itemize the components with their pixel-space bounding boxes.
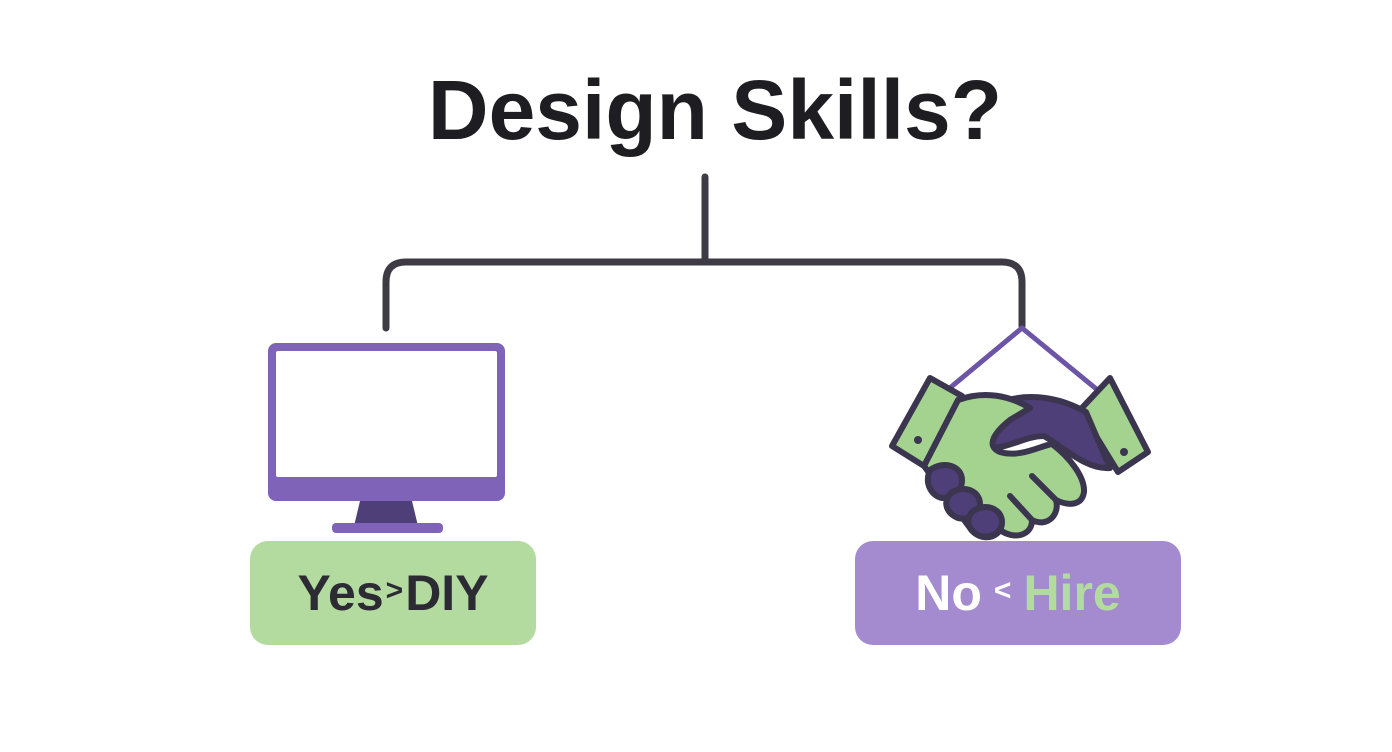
option-yes-separator: > xyxy=(385,574,404,607)
handshake-icon xyxy=(889,375,1151,541)
option-no-hire: No < Hire xyxy=(855,541,1181,645)
option-no-answer: No xyxy=(915,565,982,621)
option-yes-result: DIY xyxy=(405,565,489,621)
option-yes-answer: Yes xyxy=(297,565,384,621)
pill-yes-bg xyxy=(250,541,536,645)
option-no-separator: < xyxy=(993,574,1012,607)
connector-left-branch xyxy=(382,258,709,332)
handshake-hanger xyxy=(942,325,1103,395)
pill-no-bg xyxy=(855,541,1181,645)
monitor-icon xyxy=(268,343,505,533)
connector-lines xyxy=(382,173,1026,332)
diagram-title: Design Skills? xyxy=(427,63,1003,157)
option-no-result: Hire xyxy=(1023,565,1121,621)
connector-right-branch xyxy=(701,258,1026,330)
option-yes-diy: Yes>DIY xyxy=(250,541,536,645)
